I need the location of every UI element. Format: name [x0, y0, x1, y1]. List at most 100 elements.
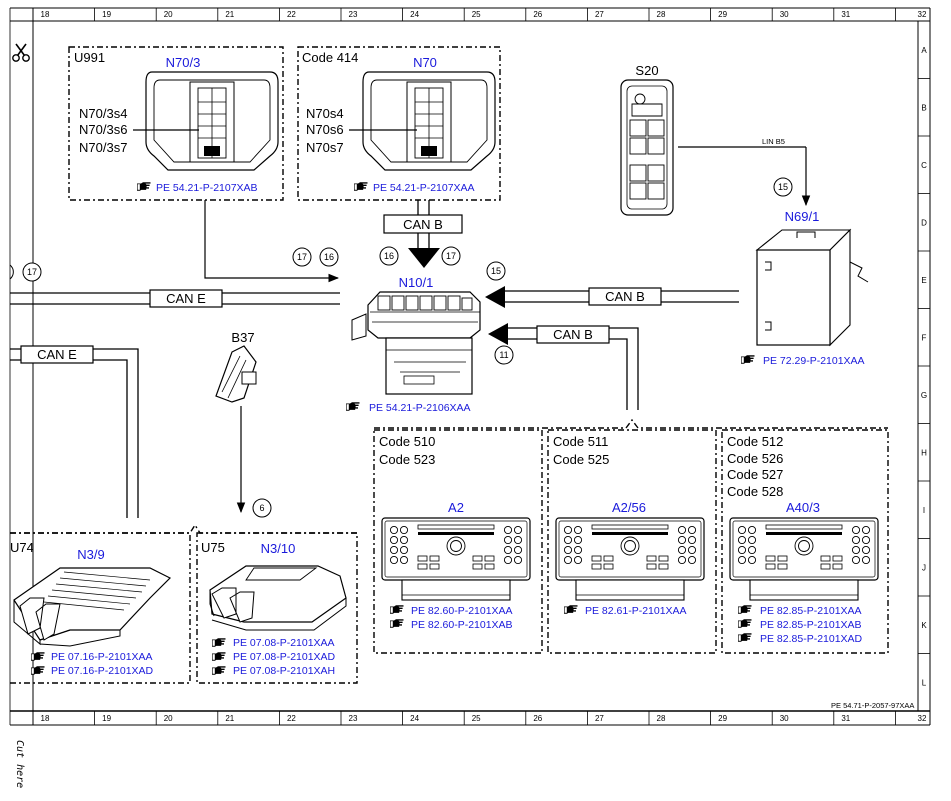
- ref-n3-10-b[interactable]: PE 07.08-P-2101XAD: [233, 651, 336, 663]
- pointing-hand-icon: [390, 619, 404, 628]
- ref-n3-10-c[interactable]: PE 07.08-P-2101XAH: [233, 665, 335, 677]
- code-512: Code 512: [727, 434, 783, 449]
- scissors-icon: [12, 43, 30, 62]
- code-511: Code 511: [553, 434, 608, 449]
- group-code-u75: U75: [201, 540, 225, 555]
- lin-bus: LIN B5: [678, 137, 811, 207]
- group-code-414: Code 414: [302, 50, 358, 65]
- ref-a40-3-b[interactable]: PE 82.85-P-2101XAB: [760, 619, 862, 631]
- module-n3-10: U75 N3/10 PE 07.08-P-2101XAA PE 07.08-P-…: [196, 532, 358, 684]
- code-525: Code 525: [553, 452, 609, 467]
- ref-n3-9-b[interactable]: PE 07.16-P-2101XAD: [51, 665, 154, 677]
- ref-a40-3-c[interactable]: PE 82.85-P-2101XAD: [760, 633, 863, 645]
- grid-column-number: 31: [841, 10, 850, 19]
- can-e-bus-upper: CAN E: [10, 289, 340, 308]
- radio-a2-56: Code 511 Code 525 A2/56 PE 82.61-P-2101X…: [547, 429, 717, 654]
- title-n70: N70: [413, 55, 437, 70]
- grid-row-letter: C: [921, 161, 927, 170]
- can-b-label-radios: CAN B: [553, 327, 593, 342]
- can-b-bus-top: CAN B: [383, 200, 463, 268]
- marker-16: 16: [384, 251, 394, 261]
- grid-column-number: 28: [657, 10, 666, 19]
- module-n3-9: U74 N3/9 PE 07.16-P-2101XAA PE 07.16-P-2…: [10, 532, 191, 684]
- grid-column-number: 18: [41, 714, 50, 723]
- sensor-b37: B37: [215, 330, 257, 514]
- ref-n3-10-a[interactable]: PE 07.08-P-2101XAA: [233, 637, 335, 649]
- overhead-control-panel-n70-3: [145, 71, 279, 171]
- marker-6: 6: [259, 503, 264, 513]
- signal-line-n70-3: [204, 200, 340, 283]
- pointing-hand-icon: [738, 633, 752, 642]
- grid-row-letter: G: [921, 391, 927, 400]
- ref-a2-56[interactable]: PE 82.61-P-2101XAA: [585, 605, 687, 617]
- grid-column-number: 31: [841, 714, 850, 723]
- grid-column-number: 25: [472, 10, 481, 19]
- radio-unit-a2-56: [555, 517, 705, 601]
- module-n70: Code 414 N70 N70s4 N70s6 N70s7 PE 54.21-…: [297, 46, 501, 201]
- code-523: Code 523: [379, 452, 435, 467]
- switch-label-n70-3s6: N70/3s6: [79, 122, 127, 137]
- ref-n70-3[interactable]: PE 54.21-P-2107XAB: [156, 182, 258, 194]
- pointing-hand-icon: [390, 605, 404, 614]
- title-n10-1: N10/1: [399, 275, 434, 290]
- pointing-hand-icon: [564, 605, 578, 614]
- can-e-label-upper: CAN E: [166, 291, 206, 306]
- switch-s20: S20: [620, 63, 674, 216]
- marker-16: 16: [324, 252, 334, 262]
- grid-column-number: 26: [533, 10, 542, 19]
- title-b37: B37: [231, 330, 254, 345]
- grid-column-number: 30: [780, 10, 789, 19]
- display-unit-a40-3: [729, 517, 879, 601]
- grid-column-number: 23: [349, 714, 358, 723]
- ref-a2-a[interactable]: PE 82.60-P-2101XAA: [411, 605, 513, 617]
- grid-column-number: 19: [102, 714, 111, 723]
- module-n10-1: N10/1 PE 54.21-P-2106XAA: [346, 275, 481, 414]
- grid-row-letter: E: [921, 276, 926, 285]
- marker-17: 17: [297, 252, 307, 262]
- code-527: Code 527: [727, 467, 783, 482]
- code-526: Code 526: [727, 451, 783, 466]
- grid-row-letter: F: [922, 333, 927, 342]
- ref-a40-3-a[interactable]: PE 82.85-P-2101XAA: [760, 605, 862, 617]
- ref-a2-b[interactable]: PE 82.60-P-2101XAB: [411, 619, 513, 631]
- ref-n70[interactable]: PE 54.21-P-2107XAA: [373, 182, 475, 194]
- can-b-bus-radios: CAN B: [374, 323, 888, 429]
- pointing-hand-icon: [738, 619, 752, 628]
- grid-column-number: 24: [410, 714, 419, 723]
- grid-row-letter: I: [923, 506, 925, 515]
- can-e-bus-lower: CAN E: [10, 345, 139, 518]
- pointing-hand-icon: [738, 605, 752, 614]
- display-a40-3: Code 512 Code 526 Code 527 Code 528 A40/…: [721, 429, 889, 654]
- grid-column-number: 29: [718, 10, 727, 19]
- grid-column-number: 23: [349, 10, 358, 19]
- pointing-hand-icon: [741, 355, 755, 364]
- cut-here-label: Cut here: [14, 740, 25, 788]
- pointing-hand-icon: [212, 638, 226, 647]
- marker-11: 11: [499, 350, 508, 360]
- grid-column-number: 28: [657, 714, 666, 723]
- ref-n10-1[interactable]: PE 54.21-P-2106XAA: [369, 402, 471, 414]
- grid-column-number: 26: [533, 714, 542, 723]
- grid-column-number: 22: [287, 10, 296, 19]
- code-510: Code 510: [379, 434, 435, 449]
- can-b-label-n69: CAN B: [605, 289, 645, 304]
- grid-column-number: 32: [918, 714, 927, 723]
- switch-label-n70s6: N70s6: [306, 122, 344, 137]
- grid-column-number: 29: [718, 714, 727, 723]
- grid-row-letter: J: [922, 563, 926, 572]
- module-n69-1: N69/1 PE 72.29-P-2101XAA: [741, 209, 869, 367]
- ref-n3-9-a[interactable]: PE 07.16-P-2101XAA: [51, 651, 153, 663]
- title-n70-3: N70/3: [166, 55, 201, 70]
- switch-label-n70s4: N70s4: [306, 106, 344, 121]
- ref-n69-1[interactable]: PE 72.29-P-2101XAA: [763, 355, 865, 367]
- grid-column-number: 27: [595, 10, 604, 19]
- grid-column-number: 19: [102, 10, 111, 19]
- title-a2: A2: [448, 500, 464, 515]
- title-n3-9: N3/9: [77, 547, 104, 562]
- grid-row-letter: B: [921, 103, 926, 112]
- lin-label: LIN B5: [762, 137, 785, 146]
- grid-labels: 1818191920202121222223232424252526262727…: [41, 10, 928, 723]
- pointing-hand-icon: [212, 652, 226, 661]
- can-b-label-top: CAN B: [403, 217, 443, 232]
